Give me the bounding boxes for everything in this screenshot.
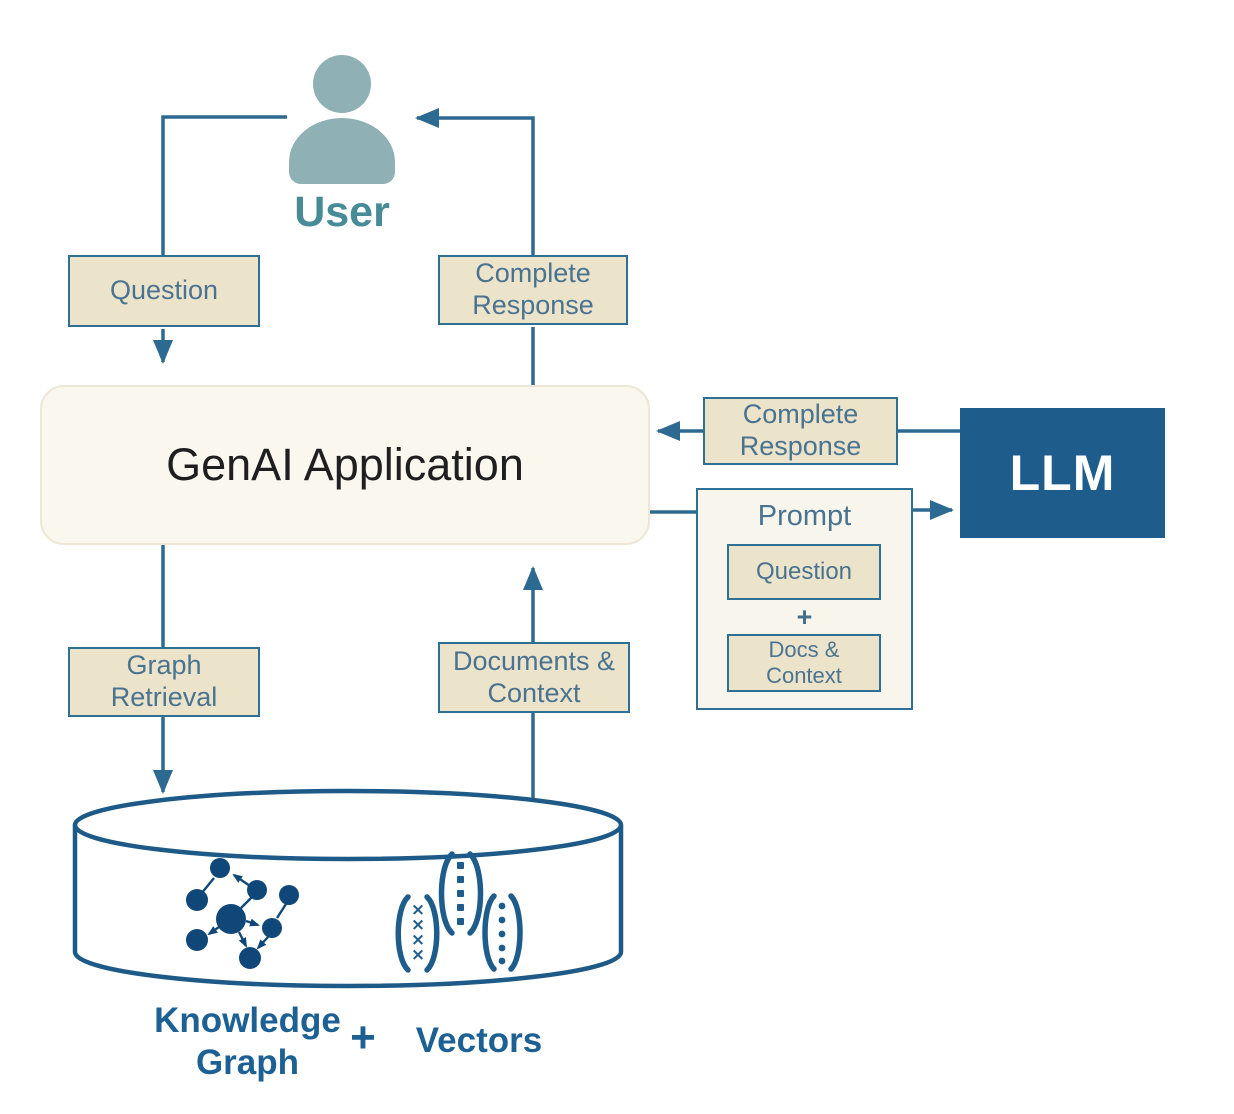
svg-text:×: × (411, 915, 425, 935)
prompt-box: Prompt Question + Docs & Context (696, 488, 913, 710)
complete-response-llm-label: Complete Response (739, 399, 862, 461)
prompt-docs-box: Docs & Context (727, 634, 881, 692)
svg-text:×: × (411, 930, 425, 950)
genai-application-label: GenAI Application (166, 439, 524, 490)
prompt-question-label: Question (755, 557, 853, 585)
database-cylinder (72, 788, 624, 989)
documents-context-box: Documents & Context (438, 642, 630, 713)
graph-retrieval-label: Graph Retrieval (110, 650, 218, 712)
knowledge-graph-label: Knowledge Graph (154, 1001, 341, 1082)
vectors-label: Vectors (415, 1021, 543, 1060)
connector-user-to-question (161, 115, 287, 255)
user-icon (289, 55, 395, 184)
user-label: User (294, 188, 390, 236)
svg-text:×: × (411, 900, 425, 920)
prompt-docs-label: Docs & Context (766, 636, 842, 688)
prompt-title: Prompt (757, 500, 852, 532)
graph-retrieval-box: Graph Retrieval (68, 647, 260, 717)
complete-response-top-box: Complete Response (438, 255, 628, 325)
genai-application-box: GenAI Application (40, 385, 650, 545)
datastore-plus-sign: + (350, 1013, 376, 1062)
question-box: Question (68, 255, 260, 327)
question-label: Question (109, 275, 219, 306)
arrow-complete-response-to-user (415, 108, 535, 255)
llm-label: LLM (1009, 445, 1116, 501)
complete-response-llm-box: Complete Response (703, 397, 898, 465)
complete-response-top-label: Complete Response (472, 258, 594, 320)
prompt-question-box: Question (727, 544, 881, 600)
prompt-plus-sign: + (796, 602, 813, 632)
llm-box: LLM (960, 408, 1165, 538)
svg-text:×: × (411, 945, 425, 965)
documents-context-label: Documents & Context (452, 645, 616, 708)
vectors-icon: × × × × (395, 851, 523, 973)
knowledge-graph-icon (186, 858, 299, 969)
